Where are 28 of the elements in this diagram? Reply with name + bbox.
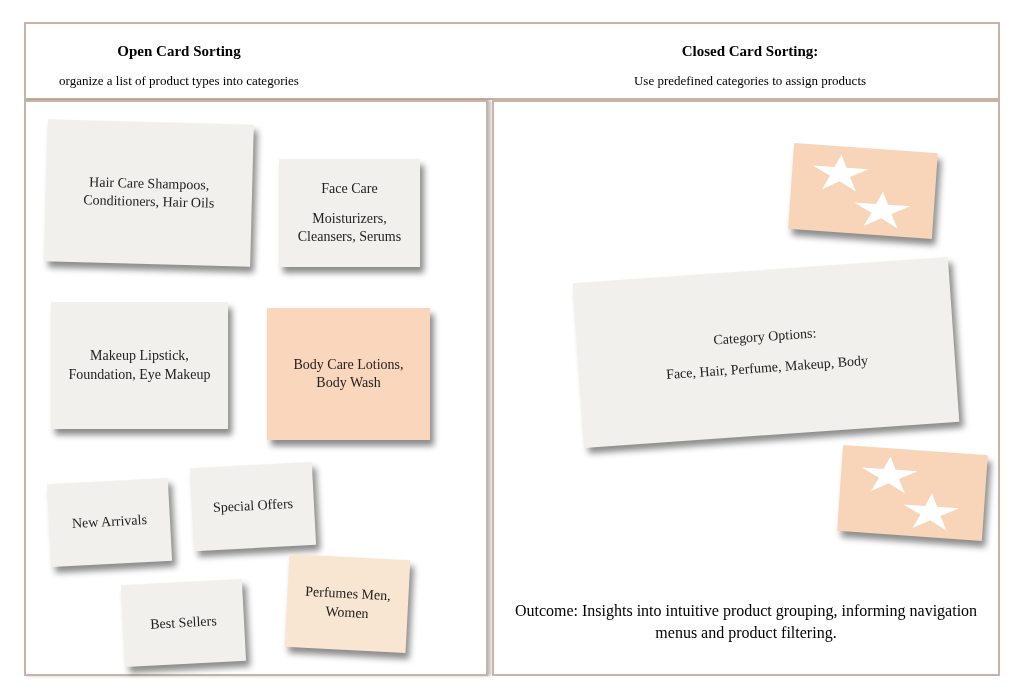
- star-card: [788, 143, 938, 239]
- sorting-card: [279, 159, 420, 267]
- card-text: Best Sellers: [149, 612, 218, 634]
- card-text: Hair Care Shampoos, Conditioners, Hair Oils: [82, 173, 216, 213]
- card-text: Special Offers: [212, 495, 294, 518]
- star-card: [837, 445, 988, 541]
- sorting-card: [44, 119, 254, 267]
- outcome-text: Outcome: Insights into intuitive product grouping, informing navigation menus and product filtering.: [513, 601, 979, 644]
- section-heading: Open Card Sorting: [117, 42, 241, 61]
- card-text: Face, Hair, Perfume, Makeup, Body: [665, 351, 869, 384]
- sorting-panel: [492, 100, 1000, 676]
- sorting-card: [189, 461, 317, 552]
- section-subtitle: organize a list of product types into categories: [59, 71, 299, 90]
- sorting-card: [46, 477, 173, 568]
- card-text: Category Options:: [712, 324, 817, 350]
- card-text: Face Care: [321, 179, 378, 198]
- card-text: Makeup Lipstick, Foundation, Eye Makeup: [67, 347, 212, 384]
- card-text: New Arrivals: [71, 511, 148, 534]
- sorting-card: [51, 302, 228, 429]
- sorting-panel: [24, 100, 488, 676]
- section-subtitle: Use predefined categories to assign products: [633, 71, 867, 90]
- card-text: Body Care Lotions, Body Wash: [292, 355, 405, 392]
- sorting-card: [120, 578, 247, 668]
- sorting-card: [267, 308, 430, 440]
- sorting-card: [284, 553, 411, 654]
- section-heading: Closed Card Sorting:: [681, 42, 819, 61]
- card-text: Moisturizers, Cleansers, Serums: [296, 209, 403, 247]
- card-text: Perfumes Men, Women: [303, 583, 393, 623]
